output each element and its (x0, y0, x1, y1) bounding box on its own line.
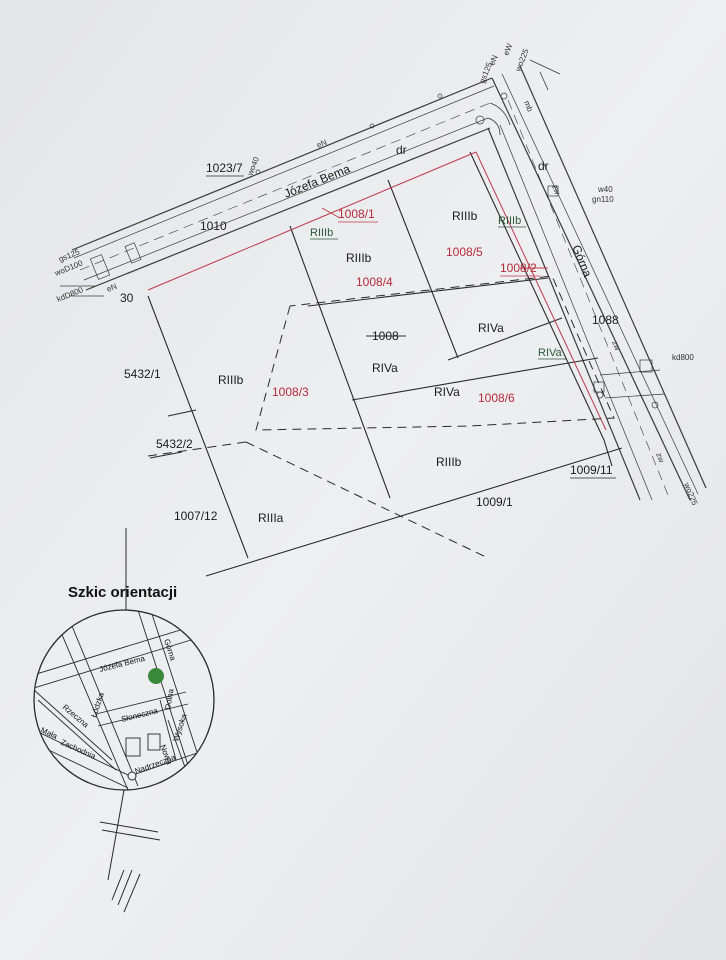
soil-class-lower: RIIIa (258, 511, 284, 525)
parcel-1023-7: 1023/7 (206, 161, 243, 175)
util-eN-left: eN (105, 282, 118, 294)
util-eN-topright: eN (488, 54, 500, 67)
parcel-boundaries (147, 151, 623, 577)
util-mb: mb (522, 99, 535, 113)
new-parcel-1008-5: 1008/5 (446, 245, 483, 259)
north-arrow (99, 528, 161, 913)
util-30: 30 (120, 291, 134, 305)
parcel-1009-11: 1009/11 (570, 463, 613, 477)
parcel-5432-1: 5432/1 (124, 367, 161, 381)
new-parcel-1008-2: 1008/2 (500, 261, 537, 275)
parcel-5432-2: 5432/2 (156, 437, 193, 451)
util-w40: w40 (597, 185, 613, 194)
road-label-dr-left: dr (396, 143, 407, 157)
util-gn110: gn110 (592, 195, 614, 204)
soil-class-labels: RIIIb RIIIb RIIIb RIVa RIVa RIVa RIIIb R… (218, 209, 566, 525)
orientation-sketch: Józefa Bema Górna Łódzka Słoneczna Dolna… (33, 609, 215, 791)
soil-class-green-2: RIIIb (498, 215, 521, 227)
util-eW-top: eW (502, 42, 515, 57)
road-label-dr-right: dr (538, 159, 549, 173)
sketch-title: Szkic orientacji (68, 584, 177, 601)
soil-boundaries (147, 275, 615, 559)
util-kd800-right: kd800 (672, 353, 694, 362)
soil-class-1008-4: RIIIb (346, 251, 372, 265)
new-parcel-1008-3: 1008/3 (272, 385, 309, 399)
parcel-1010: 1010 (200, 219, 227, 233)
util-zw-1: zw (550, 183, 562, 196)
soil-class-green-3: RIVa (538, 347, 563, 359)
new-parcel-numbers: 1008/1 1008/2 1008/3 1008/4 1008/5 1008/… (272, 207, 540, 405)
parcel-numbers: 1023/7 1010 5432/1 5432/2 1007/12 1009/1… (124, 161, 619, 523)
util-zw-2: zw (610, 339, 622, 352)
sketch-origin-marker (127, 771, 137, 781)
sketch-street-dolna: Dolna (163, 688, 176, 711)
parcel-1088: 1088 (592, 313, 619, 327)
road-network (60, 59, 707, 501)
new-parcel-1008-1: 1008/1 (338, 207, 375, 221)
soil-class-bottom: RIIIb (436, 455, 462, 469)
soil-class-1008-5: RIIIb (452, 209, 478, 223)
new-parcel-1008-6: 1008/6 (478, 391, 515, 405)
new-parcel-1008-4: 1008/4 (356, 275, 393, 289)
soil-class-green-1: RIIIb (310, 227, 333, 239)
new-division-lines (147, 151, 607, 431)
util-eN-top: eN (315, 138, 328, 150)
soil-class-mid-a: RIVa (372, 361, 398, 375)
parcel-1009-1: 1009/1 (476, 495, 513, 509)
sketch-location-marker (148, 668, 164, 684)
soil-class-mid-b: RIVa (434, 385, 460, 399)
soil-class-right-a: RIVa (478, 321, 504, 335)
soil-class-left: RIIIb (218, 373, 244, 387)
parcel-1007-12: 1007/12 (174, 509, 218, 523)
util-zw-3: zw (654, 451, 666, 464)
